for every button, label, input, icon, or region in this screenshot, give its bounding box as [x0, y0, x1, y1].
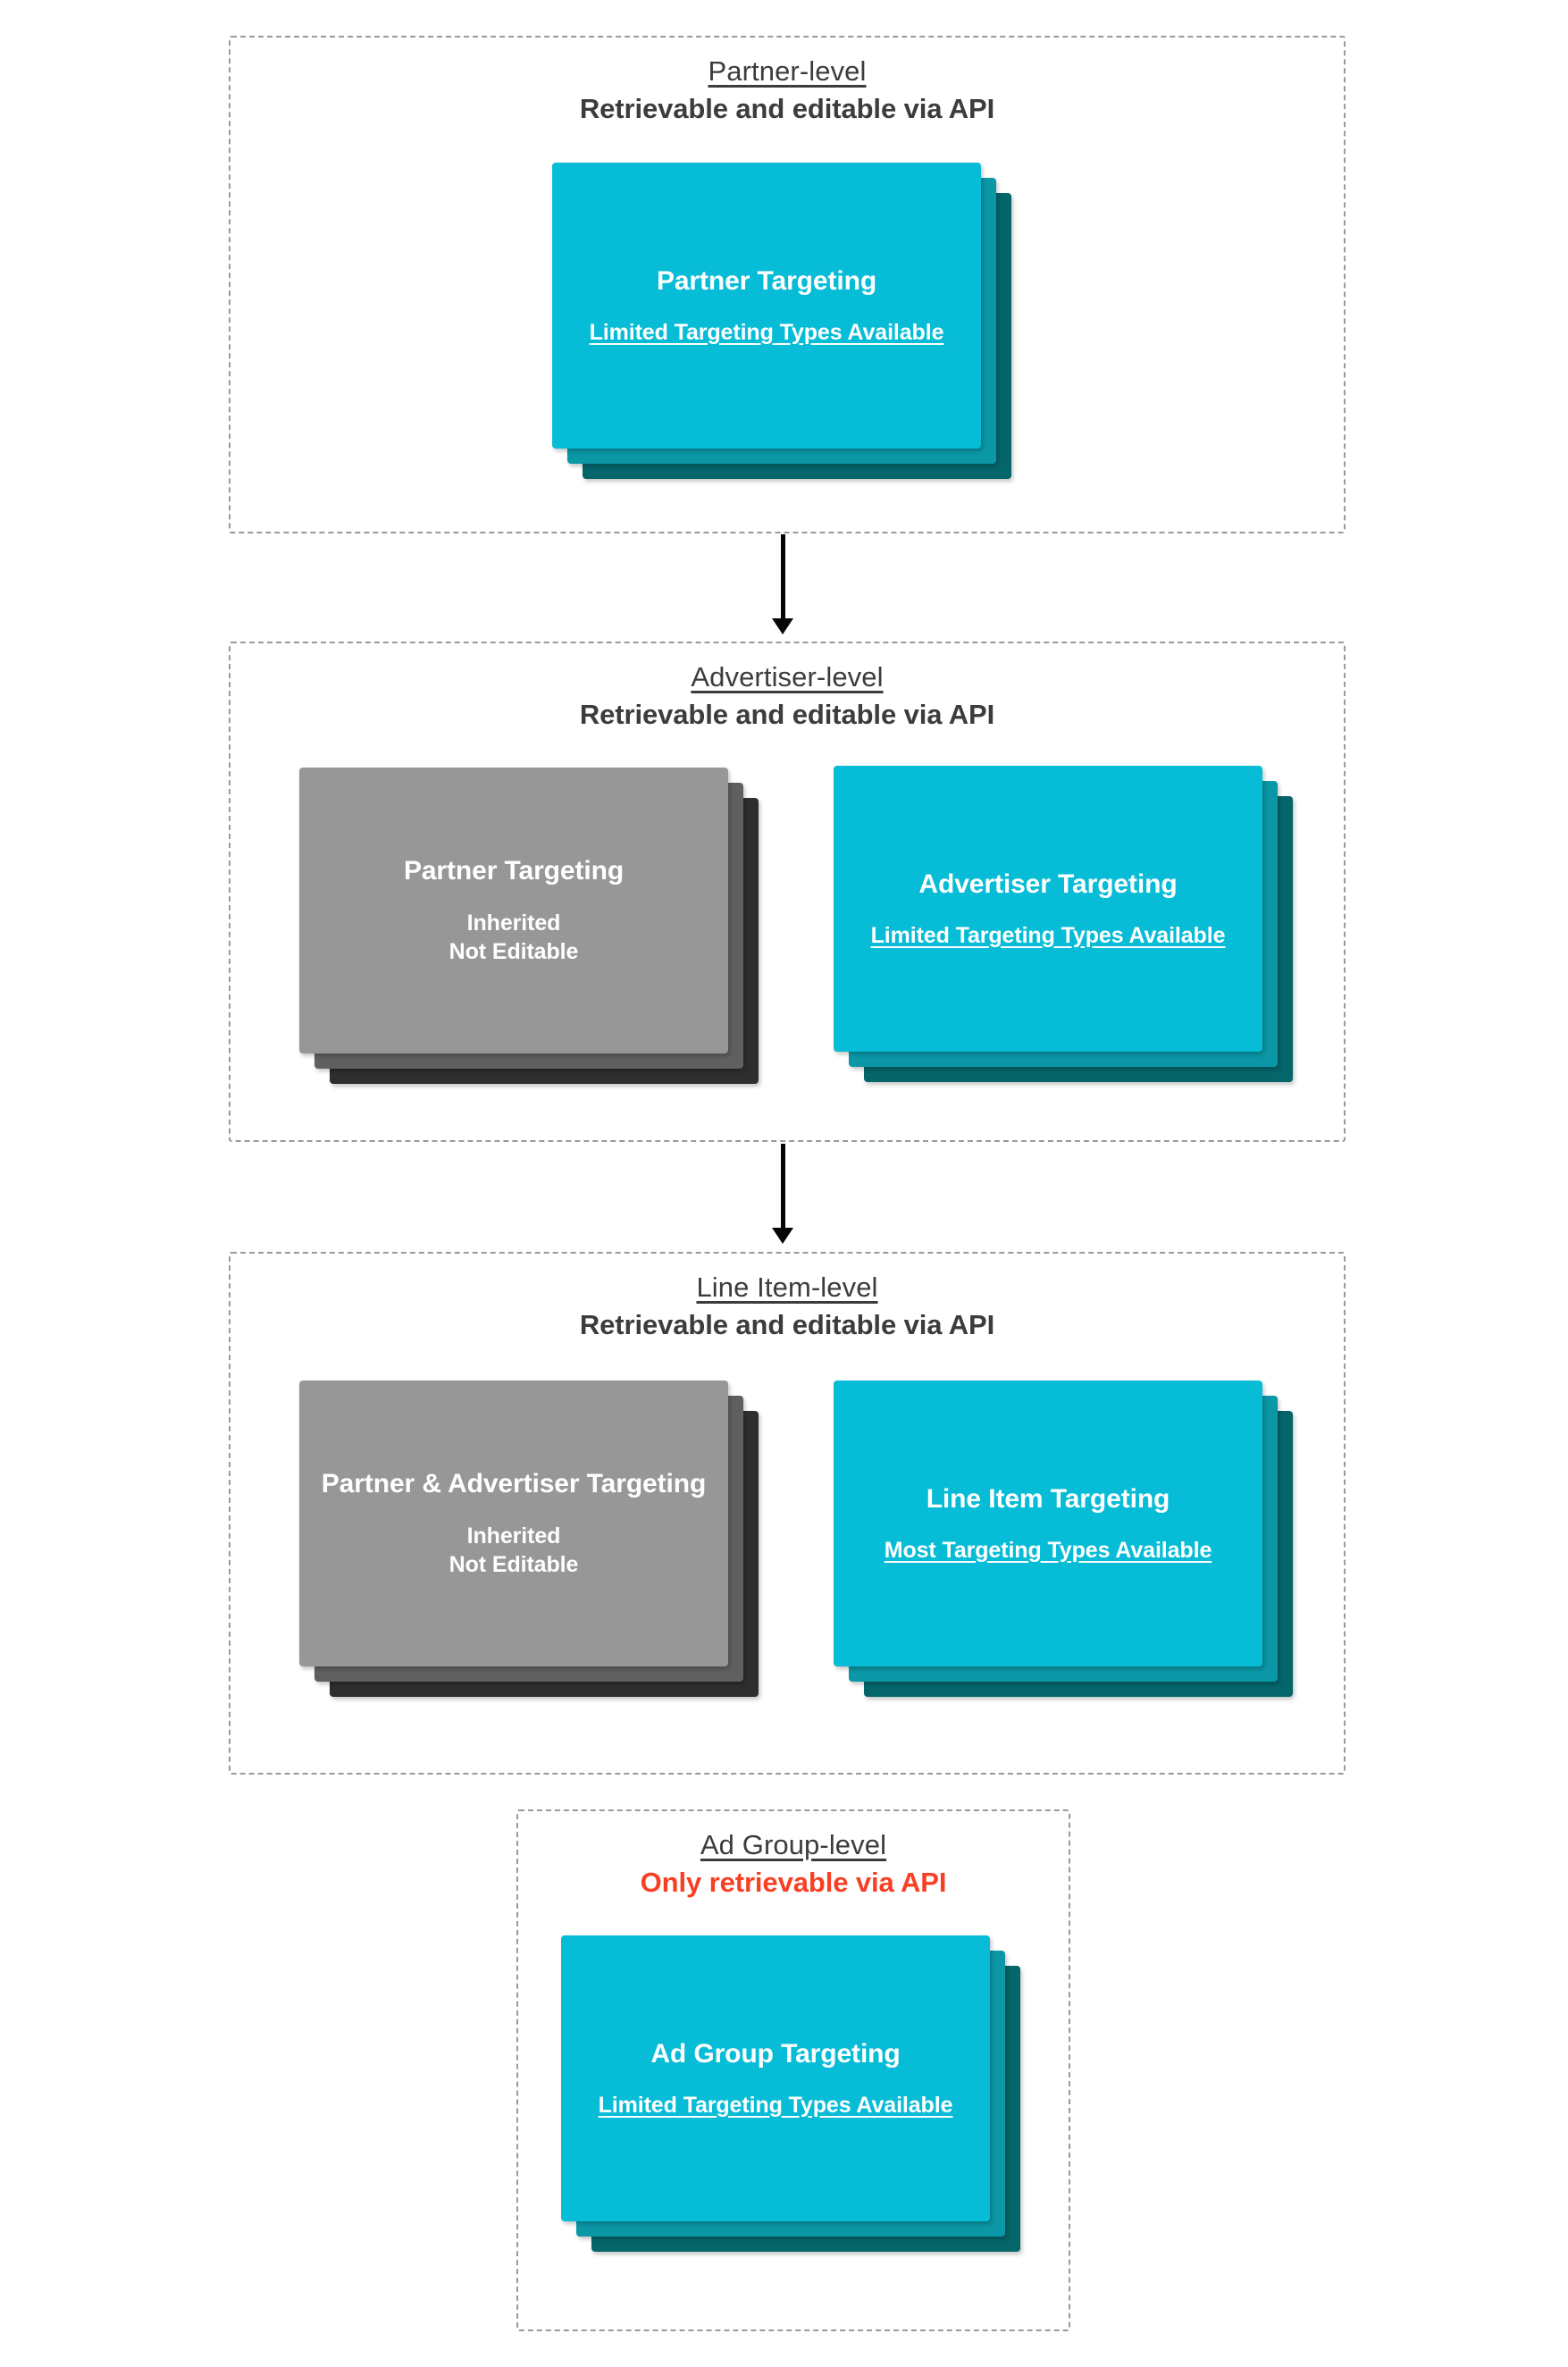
card-layer-front[interactable]: Advertiser Targeting Limited Targeting T… — [834, 766, 1262, 1052]
level-box-line-item: Line Item-level Retrievable and editable… — [229, 1252, 1346, 1775]
card-stack-line-item-inherited[interactable]: Partner & Advertiser Targeting Inherited… — [299, 1381, 764, 1702]
card-note: Limited Targeting Types Available — [598, 2092, 953, 2118]
card-title: Partner Targeting — [656, 265, 877, 296]
card-layer-front[interactable]: Partner Targeting Inherited Not Editable — [299, 768, 728, 1053]
level-subtitle-ad-group: Only retrievable via API — [640, 1866, 947, 1898]
arrow-shaft — [781, 534, 785, 620]
level-title-ad-group: Ad Group-level — [700, 1829, 887, 1860]
level-heading-partner: Partner-level Retrievable and editable v… — [231, 38, 1344, 126]
card-note: Limited Targeting Types Available — [589, 319, 944, 345]
arrow-head-icon — [772, 618, 793, 634]
level-box-partner: Partner-level Retrievable and editable v… — [229, 36, 1346, 533]
level-subtitle-advertiser: Retrievable and editable via API — [579, 698, 995, 730]
card-stack-advertiser-inherited-partner[interactable]: Partner Targeting Inherited Not Editable — [299, 768, 764, 1089]
card-title: Partner Targeting — [403, 856, 625, 886]
level-heading-advertiser: Advertiser-level Retrievable and editabl… — [231, 643, 1344, 732]
card-note: Inherited Not Editable — [449, 910, 579, 965]
level-subtitle-partner: Retrievable and editable via API — [579, 92, 995, 124]
level-heading-ad-group: Ad Group-level Only retrievable via API — [518, 1811, 1069, 1900]
level-title-advertiser: Advertiser-level — [691, 661, 884, 692]
card-stack-ad-group-targeting[interactable]: Ad Group Targeting Limited Targeting Typ… — [561, 1935, 1026, 2257]
card-title: Advertiser Targeting — [918, 869, 1178, 899]
level-box-advertiser: Advertiser-level Retrievable and editabl… — [229, 642, 1346, 1142]
arrow-head-icon — [772, 1228, 793, 1244]
card-note: Most Targeting Types Available — [884, 1537, 1212, 1563]
card-note: Inherited Not Editable — [449, 1523, 579, 1578]
card-title: Line Item Targeting — [926, 1483, 1170, 1514]
card-title: Ad Group Targeting — [650, 2038, 901, 2069]
level-subtitle-line-item: Retrievable and editable via API — [579, 1308, 995, 1340]
level-heading-line-item: Line Item-level Retrievable and editable… — [231, 1254, 1344, 1342]
card-layer-front[interactable]: Partner Targeting Limited Targeting Type… — [552, 163, 981, 449]
arrow-shaft — [781, 1144, 785, 1230]
level-title-partner: Partner-level — [708, 55, 867, 87]
card-stack-partner-targeting[interactable]: Partner Targeting Limited Targeting Type… — [552, 163, 1017, 484]
card-title: Partner & Advertiser Targeting — [321, 1469, 707, 1499]
level-title-line-item: Line Item-level — [696, 1272, 878, 1303]
card-stack-line-item-targeting[interactable]: Line Item Targeting Most Targeting Types… — [834, 1381, 1298, 1702]
card-layer-front[interactable]: Ad Group Targeting Limited Targeting Typ… — [561, 1935, 990, 2221]
level-box-ad-group: Ad Group-level Only retrievable via API … — [516, 1809, 1070, 2331]
card-layer-front[interactable]: Line Item Targeting Most Targeting Types… — [834, 1381, 1262, 1666]
card-layer-front[interactable]: Partner & Advertiser Targeting Inherited… — [299, 1381, 728, 1666]
card-note: Limited Targeting Types Available — [870, 922, 1226, 948]
card-stack-advertiser-targeting[interactable]: Advertiser Targeting Limited Targeting T… — [834, 766, 1298, 1087]
